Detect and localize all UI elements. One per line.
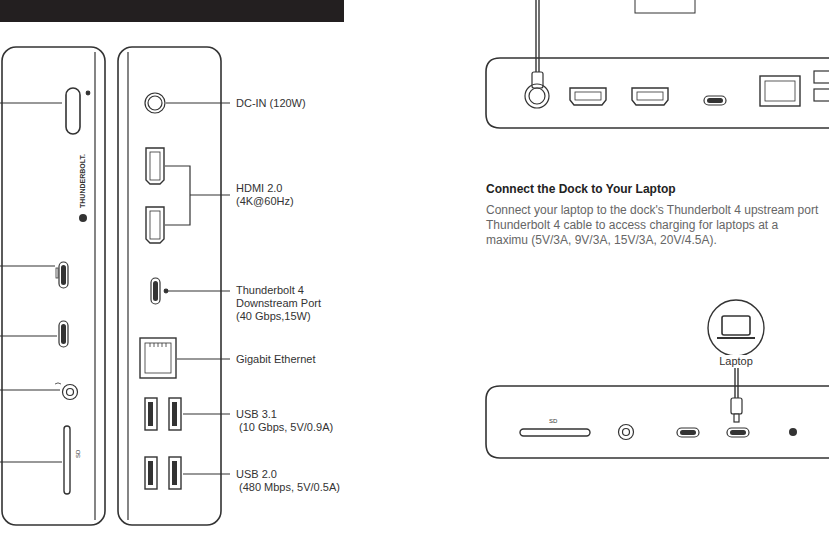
brand-mark: THUNDERBOLT.: [79, 154, 87, 208]
port-marking: SD: [549, 418, 569, 425]
port-spec: (480 Mbps, 5V/0.5A): [239, 481, 359, 494]
laptop-badge: Laptop: [706, 298, 766, 367]
port-label: HDMI 2.0 (4K@60Hz): [236, 182, 311, 208]
port-label: USB 3.1: [236, 408, 346, 421]
port-label: Thunderbolt 4 Downstream Port (40 Gbps,1…: [236, 284, 336, 323]
port-label: DC-IN (120W): [236, 97, 346, 110]
laptop-icon: [706, 298, 766, 358]
node-label: Laptop: [706, 355, 766, 367]
port-spec: (10 Gbps, 5V/0.9A): [239, 421, 359, 434]
port-label: Gigabit Ethernet: [236, 353, 346, 366]
section-heading: Connect the Dock to Your Laptop: [486, 182, 816, 196]
port-marking: SD: [75, 450, 82, 458]
port-label: USB 2.0: [236, 468, 346, 481]
instruction-text: Connect your laptop to the dock's Thunde…: [486, 203, 822, 248]
